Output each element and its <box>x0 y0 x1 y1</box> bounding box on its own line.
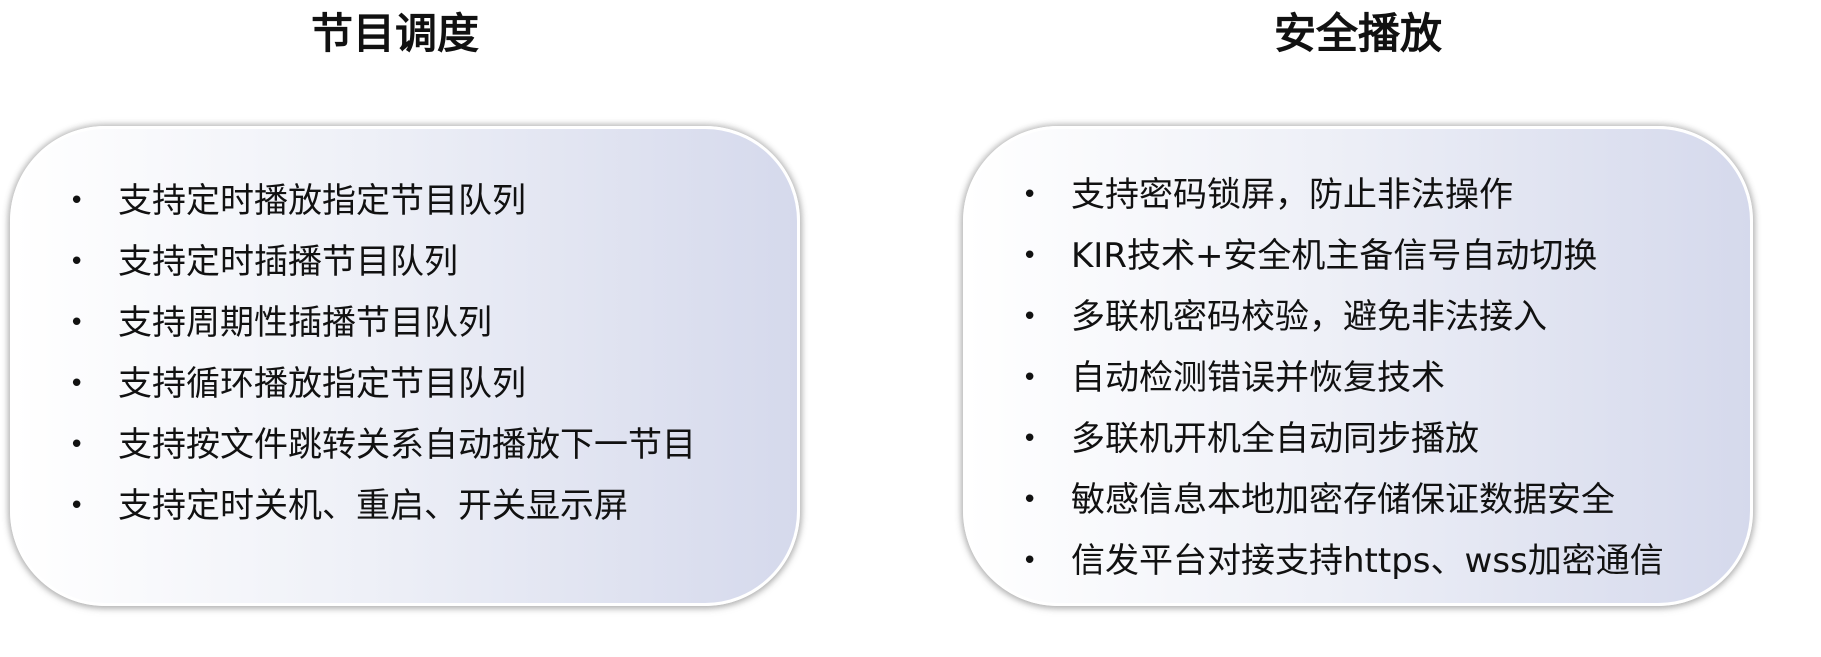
program-scheduling-list: • 支持定时播放指定节目队列 • 支持定时插播节目队列 • 支持周期性插播节目队列 •… <box>13 171 797 537</box>
bullet-icon: • <box>1022 180 1038 210</box>
list-item-text: 多联机密码校验，避免非法接入 <box>1071 297 1547 337</box>
list-item: • 支持定时关机、重启、开关显示屏 <box>13 476 797 537</box>
bullet-icon: • <box>69 430 85 460</box>
list-item-text: 支持循环播放指定节目队列 <box>118 364 526 404</box>
list-item-text: 支持定时播放指定节目队列 <box>118 181 526 221</box>
bullet-icon: • <box>1022 302 1038 332</box>
bullet-icon: • <box>1022 546 1038 576</box>
list-item-text: 多联机开机全自动同步播放 <box>1071 419 1479 459</box>
secure-playback-card: • 支持密码锁屏，防止非法操作 • KIR技术+安全机主备信号自动切换 • 多联机密码… <box>963 126 1753 606</box>
list-item: • 信发平台对接支持https、wss加密通信 <box>966 531 1750 592</box>
list-item-text: 支持定时插播节目队列 <box>118 242 458 282</box>
bullet-icon: • <box>69 308 85 338</box>
bullet-icon: • <box>1022 485 1038 515</box>
list-item-text: 信发平台对接支持https、wss加密通信 <box>1071 541 1664 581</box>
secure-playback-title: 安全播放 <box>1273 9 1442 58</box>
bullet-icon: • <box>1022 241 1038 271</box>
list-item-text: 支持按文件跳转关系自动播放下一节目 <box>118 425 696 465</box>
list-item-text: 支持定时关机、重启、开关显示屏 <box>118 486 628 526</box>
bullet-icon: • <box>69 369 85 399</box>
program-scheduling-title: 节目调度 <box>310 9 479 58</box>
list-item-text: 敏感信息本地加密存储保证数据安全 <box>1071 480 1615 520</box>
bullet-icon: • <box>1022 424 1038 454</box>
list-item: • 支持按文件跳转关系自动播放下一节目 <box>13 415 797 476</box>
list-item: • 支持循环播放指定节目队列 <box>13 354 797 415</box>
list-item: • 敏感信息本地加密存储保证数据安全 <box>966 470 1750 531</box>
secure-playback-list: • 支持密码锁屏，防止非法操作 • KIR技术+安全机主备信号自动切换 • 多联机密码… <box>966 165 1750 592</box>
list-item: • 支持定时插播节目队列 <box>13 232 797 293</box>
program-scheduling-card: • 支持定时播放指定节目队列 • 支持定时插播节目队列 • 支持周期性插播节目队列 •… <box>10 126 800 606</box>
list-item: • 支持周期性插播节目队列 <box>13 293 797 354</box>
list-item-text: 支持密码锁屏，防止非法操作 <box>1071 175 1513 215</box>
bullet-icon: • <box>69 186 85 216</box>
list-item: • 自动检测错误并恢复技术 <box>966 348 1750 409</box>
list-item: • 支持密码锁屏，防止非法操作 <box>966 165 1750 226</box>
list-item: • 多联机密码校验，避免非法接入 <box>966 287 1750 348</box>
list-item-text: KIR技术+安全机主备信号自动切换 <box>1071 236 1598 276</box>
list-item: • 多联机开机全自动同步播放 <box>966 409 1750 470</box>
bullet-icon: • <box>1022 363 1038 393</box>
bullet-icon: • <box>69 491 85 521</box>
list-item-text: 自动检测错误并恢复技术 <box>1071 358 1445 398</box>
bullet-icon: • <box>69 247 85 277</box>
list-item-text: 支持周期性插播节目队列 <box>118 303 492 343</box>
list-item: • 支持定时播放指定节目队列 <box>13 171 797 232</box>
list-item: • KIR技术+安全机主备信号自动切换 <box>966 226 1750 287</box>
